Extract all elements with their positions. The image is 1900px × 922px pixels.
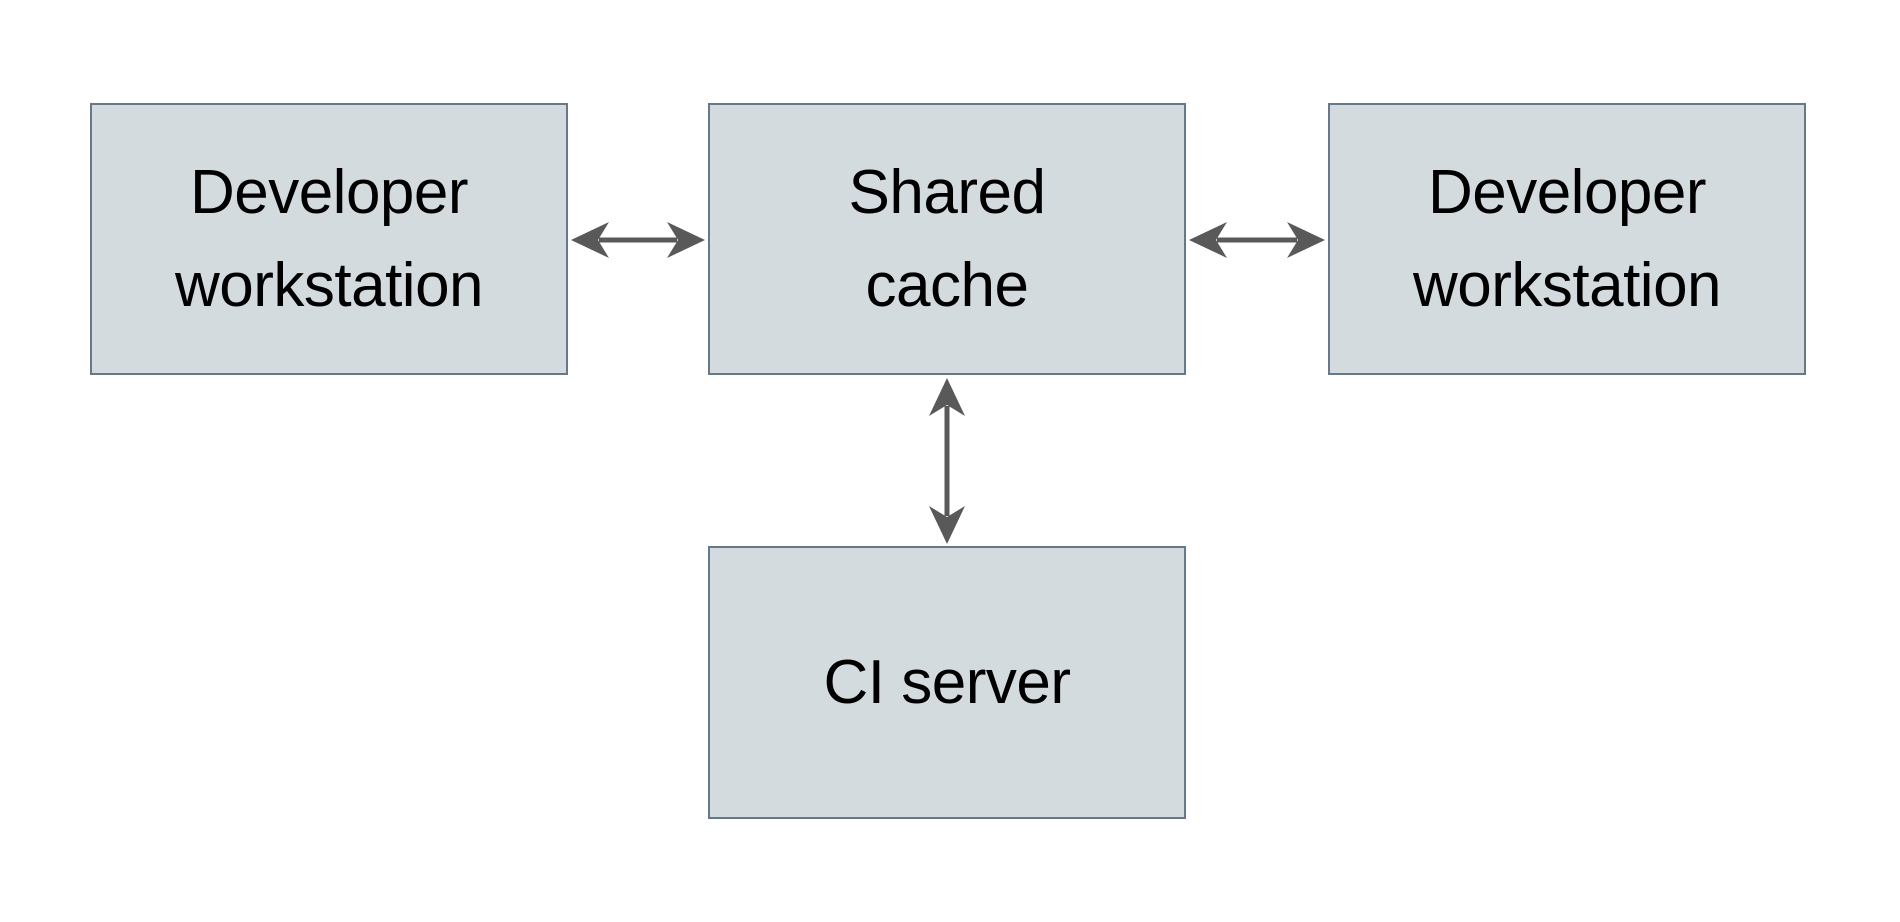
node-label-developer-workstation-right: Developer workstation: [1412, 158, 1722, 320]
arrow-cache-ci-bidirectional: [929, 378, 965, 544]
arrowhead-right-icon: [667, 222, 705, 258]
node-developer-workstation-left: Developer workstation: [90, 103, 568, 375]
arrow-cache-devright-bidirectional: [1189, 222, 1325, 258]
node-label-shared-cache: Shared cache: [848, 158, 1046, 320]
arrowhead-left-icon: [571, 222, 609, 258]
node-label-developer-workstation-left: Developer workstation: [174, 158, 484, 320]
arrowhead-down-icon: [929, 506, 965, 544]
node-shared-cache: Shared cache: [708, 103, 1186, 375]
arrow-devleft-cache-bidirectional: [571, 222, 705, 258]
arrowhead-left-icon: [1189, 222, 1227, 258]
arrowhead-up-icon: [929, 378, 965, 416]
arrowhead-right-icon: [1287, 222, 1325, 258]
node-ci-server: CI server: [708, 546, 1186, 819]
node-developer-workstation-right: Developer workstation: [1328, 103, 1806, 375]
node-label-ci-server: CI server: [823, 648, 1071, 717]
